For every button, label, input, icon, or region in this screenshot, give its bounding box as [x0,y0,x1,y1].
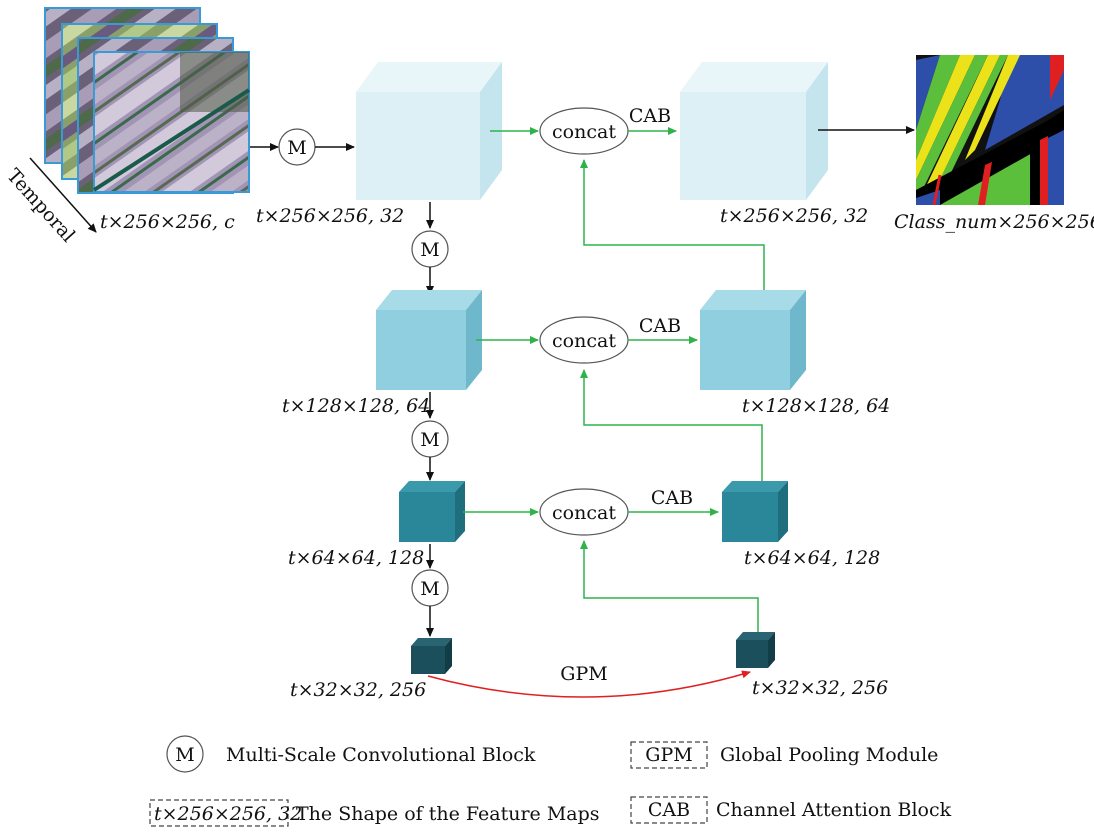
m-block-1-label: M [420,239,439,261]
legend-shape-text: The Shape of the Feature Maps [296,803,600,825]
up-arrow-dec2-to-concat1 [580,159,765,290]
encoder-shape-2: t×128×128, 64 [282,395,430,417]
encoder-cube-4 [411,638,452,674]
encoder-shape-1: t×256×256, 32 [256,205,404,227]
legend-shape-box [149,799,289,827]
cab-label-2: CAB [639,315,681,337]
encoder-shape-3: t×64×64, 128 [288,547,424,569]
legend-m-symbol [166,735,204,773]
m-block-2-label: M [420,429,439,451]
decoder-shape-2: t×128×128, 64 [742,395,890,417]
decoder-shape-4: t×32×32, 256 [752,677,888,699]
cab-label-1: CAB [629,105,671,127]
temporal-arrow [29,157,97,233]
gpm-arrow [427,670,751,698]
input-road [92,88,251,192]
legend-gpm-box [630,741,708,769]
encoder-cube-2 [376,290,482,390]
encoder-cube-3 [399,481,465,542]
cab-label-3: CAB [651,487,693,509]
decoder-cube-2 [700,290,806,390]
legend: M Multi-Scale Convolutional Block t×256×… [149,735,952,827]
legend-gpm-box-label: GPM [645,744,692,766]
legend-m-label: M [175,744,194,766]
m-block-3-label: M [420,578,439,600]
decoder-cube-4 [736,632,775,668]
input-shape-label: t×256×256, c [100,211,235,233]
concat-node-3-label: concat [552,502,616,524]
legend-cab-box-label: CAB [648,799,690,821]
up-arrow-dec4-to-concat3 [580,540,759,632]
decoder-cube-1 [680,62,828,200]
decoder-cube-3 [722,481,788,542]
gpm-label: GPM [560,663,607,685]
output-shape-label: Class_num×256×256 [894,211,1094,233]
input-dark-field [180,52,249,112]
legend-shape-example: t×256×256, 32 [154,803,302,825]
encoder-shape-4: t×32×32, 256 [290,679,426,701]
m-block-0-label: M [287,137,306,159]
concat-node-1-label: concat [552,121,616,143]
legend-m-text: Multi-Scale Convolutional Block [226,744,536,766]
input-image-stack [44,7,251,194]
legend-gpm-text: Global Pooling Module [720,744,938,766]
encoder-cube-1 [356,62,502,200]
legend-cab-box [630,796,708,824]
legend-cab-text: Channel Attention Block [716,799,952,821]
output-class-map [916,55,1064,205]
concat-node-2-label: concat [552,330,616,352]
decoder-shape-3: t×64×64, 128 [744,547,880,569]
up-arrow-dec3-to-concat2 [580,369,763,481]
decoder-shape-1: t×256×256, 32 [720,205,868,227]
